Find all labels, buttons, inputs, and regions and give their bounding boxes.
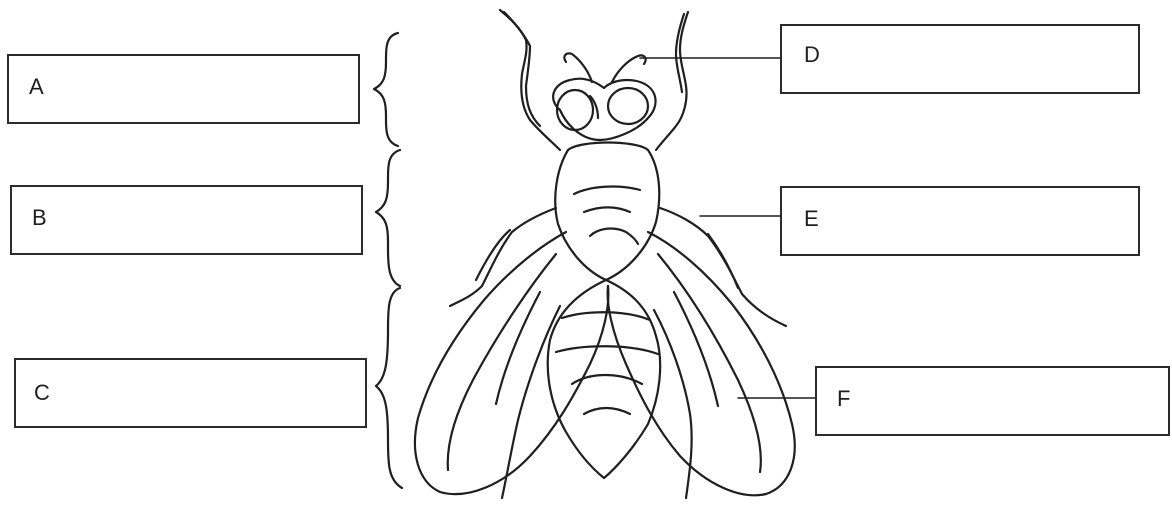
brace-abdomen [376, 288, 402, 488]
label-box-c[interactable]: C [14, 358, 367, 428]
right-antenna-leg [656, 12, 688, 150]
left-eye [557, 90, 593, 130]
label-box-e[interactable]: E [780, 186, 1140, 256]
small-antenna-right [612, 55, 646, 82]
label-e: E [804, 206, 819, 232]
right-wing [608, 232, 795, 495]
label-box-a[interactable]: A [7, 54, 360, 124]
label-d: D [804, 42, 820, 68]
brace-thorax [376, 150, 400, 286]
brace-head [374, 33, 398, 146]
fly-thorax [555, 143, 659, 281]
left-antenna-leg [500, 10, 560, 150]
label-c: C [34, 380, 50, 406]
right-leg-rear [654, 310, 692, 498]
fly-abdomen [548, 280, 660, 478]
label-a: A [29, 74, 44, 100]
label-box-d[interactable]: D [780, 24, 1140, 94]
label-box-f[interactable]: F [815, 366, 1170, 436]
fly-head [553, 79, 655, 140]
right-leg-mid [660, 208, 786, 326]
label-box-b[interactable]: B [10, 185, 363, 255]
label-b: B [32, 205, 47, 231]
label-f: F [837, 386, 850, 412]
right-eye [608, 88, 648, 124]
